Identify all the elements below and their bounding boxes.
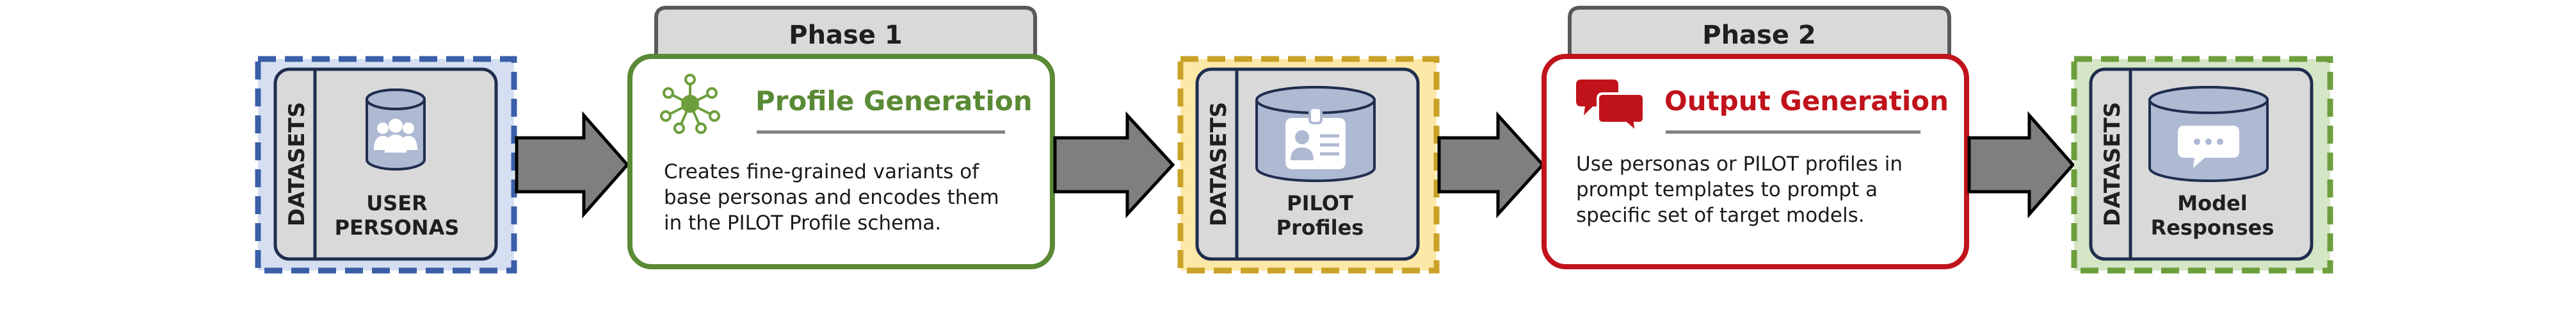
phase-tab	[654, 6, 1037, 63]
phase-card	[1542, 54, 1969, 269]
phase-title: Output Generation	[1664, 85, 1949, 117]
dataset-side-label: DATASETS	[284, 102, 310, 226]
phase-2: Phase 2 Output Generation Use personas o…	[1542, 6, 1969, 269]
phase-desc-line-1: Creates fine-grained variants of	[664, 160, 979, 183]
phase-desc-line-3: specific set of target models.	[1576, 204, 1865, 227]
dataset-user-personas: DATASETS USER PERSONAS	[255, 56, 517, 274]
phase-tab-label: Phase 2	[1702, 21, 1815, 50]
dataset-title-line-2: PERSONAS	[335, 215, 460, 240]
phase-desc-line-1: Use personas or PILOT profiles in	[1576, 153, 1903, 176]
chat-bubbles-icon	[1576, 80, 1645, 136]
dataset-title-line-1: USER	[366, 191, 428, 215]
profile-card-icon	[1255, 86, 1376, 182]
flow-arrow-2	[1053, 111, 1175, 219]
dataset-title-line-2: Profiles	[1276, 215, 1364, 240]
phase-card	[627, 54, 1055, 269]
flow-arrow-4	[1967, 111, 2075, 219]
dataset-title-line-1: Model	[2177, 191, 2247, 215]
phase-title: Profile Generation	[755, 85, 1033, 117]
dataset-pilot-profiles: DATASETS PILOT Profiles	[1177, 56, 1440, 274]
flow-arrow-1	[515, 111, 630, 219]
phase-tab-label: Phase 1	[789, 21, 902, 50]
dataset-model-responses: DATASETS Model Responses	[2071, 56, 2333, 274]
phase-desc-line-3: in the PILOT Profile schema.	[664, 212, 941, 235]
phase-desc-line-2: prompt templates to prompt a	[1576, 178, 1878, 201]
users-icon	[366, 88, 426, 171]
chat-bubble-icon	[2148, 86, 2269, 182]
dataset-side-label: DATASETS	[1206, 102, 1232, 226]
dataset-side-label: DATASETS	[2100, 102, 2125, 226]
phase-desc-line-2: base personas and encodes them	[664, 186, 999, 209]
network-icon	[660, 74, 720, 134]
flow-arrow-3	[1437, 111, 1545, 219]
dataset-title-line-2: Responses	[2151, 215, 2274, 240]
phase-tab	[1568, 6, 1951, 63]
phase-1: Phase 1 Profile Generation Creates fine-…	[627, 6, 1055, 269]
dataset-title-line-1: PILOT	[1287, 191, 1353, 215]
